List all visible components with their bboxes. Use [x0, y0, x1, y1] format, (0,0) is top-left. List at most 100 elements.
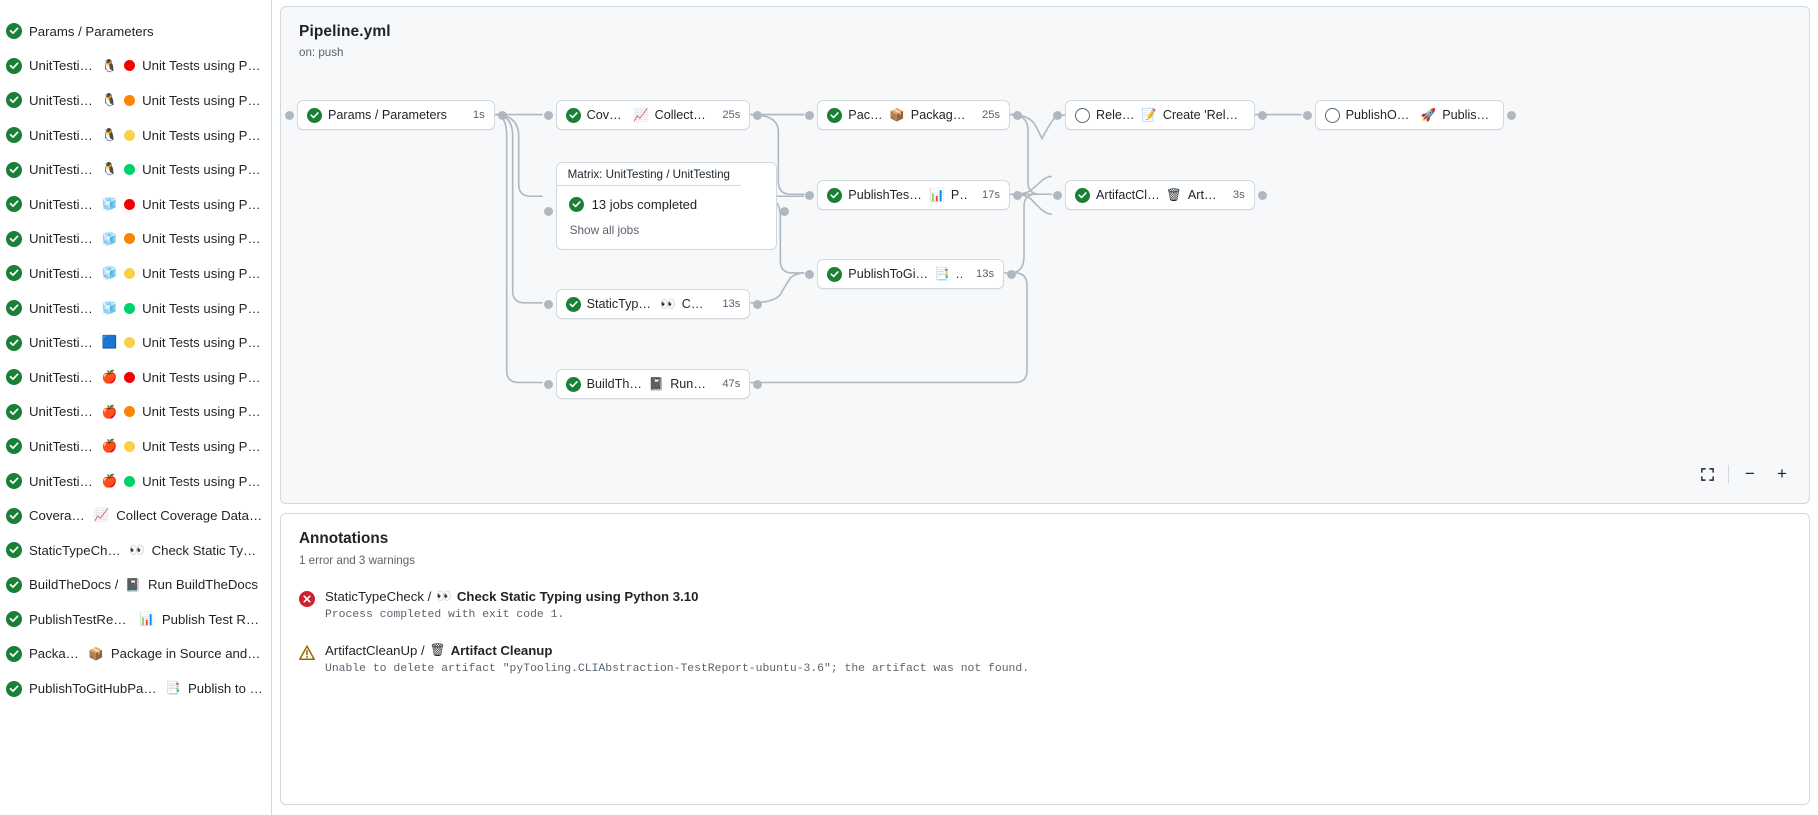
graph-node-publishonpypi[interactable]: PublishOnPyPI / 🚀Publish to ...: [1302, 100, 1517, 130]
python-version-dot-icon: [124, 337, 136, 349]
annotation-emoji-icon: 👀: [436, 589, 452, 604]
sidebar-job-item[interactable]: UnitTesting / 🐧Unit Tests using Pyth...: [0, 152, 271, 187]
page-title: Pipeline.yml: [299, 23, 391, 40]
node-step-name: Package in So...: [910, 108, 968, 122]
node-duration: 13s: [976, 268, 995, 280]
annotation-job: StaticTypeCheck /: [325, 589, 432, 604]
sidebar-job-item[interactable]: PublishToGitHubPages / 📑Publish to G...: [0, 671, 271, 706]
workflow-graph-card: Pipeline.yml on: push: [280, 6, 1810, 504]
sidebar-job-item[interactable]: UnitTesting / 🍎Unit Tests using Pyth...: [0, 429, 271, 464]
success-check-icon: [568, 197, 584, 212]
pending-circle-icon: [1074, 107, 1090, 123]
warning-icon: [299, 645, 315, 660]
sidebar-job-suffix: Check Static Typing...: [151, 542, 263, 558]
node-label: ArtifactCleanUp /: [1095, 188, 1160, 202]
annotations-list: StaticTypeCheck / 👀Check Static Typing u…: [299, 589, 1791, 675]
annotations-subtitle: 1 error and 3 warnings: [299, 554, 415, 567]
sidebar-job-label: UnitTesting /: [29, 300, 95, 316]
node-input-port: [543, 379, 553, 389]
matrix-summary-row[interactable]: 13 jobs completed: [568, 197, 765, 212]
graph-node-buildthedocs[interactable]: BuildTheDocs / 📓Run Buil...47s: [543, 369, 763, 399]
sidebar-job-item[interactable]: Package / 📦Package in Source and Wh...: [0, 637, 271, 672]
annotation-header: ArtifactCleanUp / 🗑Artifact Cleanup: [325, 643, 1029, 658]
sidebar-job-suffix: Unit Tests using Pyth...: [142, 300, 263, 316]
node-input-port: [543, 299, 553, 309]
node-label: PublishTestResults /: [848, 188, 923, 202]
sidebar-job-label: Coverage /: [29, 508, 87, 524]
graph-node-statictypecheck[interactable]: StaticTypeCheck / 👀Chec...13s: [543, 289, 763, 319]
fit-to-screen-button[interactable]: [1696, 463, 1718, 485]
node-input-port: [284, 110, 294, 120]
sidebar-job-item[interactable]: UnitTesting / 🧊Unit Tests using Pyth...: [0, 256, 271, 291]
sidebar-job-item[interactable]: UnitTesting / 🍎Unit Tests using Pyth...: [0, 464, 271, 499]
zoom-in-button[interactable]: +: [1777, 464, 1787, 483]
job-os-emoji-icon: 📊: [139, 612, 155, 627]
zoom-controls[interactable]: − +: [1696, 463, 1793, 485]
node-label: Params / Parameters: [327, 108, 447, 122]
zoom-out-button[interactable]: −: [1745, 464, 1755, 483]
sidebar-job-item[interactable]: UnitTesting / 🐧Unit Tests using Pyth...: [0, 83, 271, 118]
annotation-item[interactable]: StaticTypeCheck / 👀Check Static Typing u…: [299, 589, 1791, 621]
sidebar-job-item[interactable]: UnitTesting / 🧊Unit Tests using Pyth...: [0, 187, 271, 222]
node-duration: 47s: [722, 378, 741, 390]
graph-node-publishtestresults[interactable]: PublishTestResults / 📊Pu...17s: [805, 180, 1023, 210]
node-step-emoji-icon: 📝: [1141, 107, 1157, 122]
show-all-jobs-link[interactable]: Show all jobs: [569, 223, 640, 237]
sidebar-job-label: PublishToGitHubPages /: [29, 681, 159, 697]
sidebar-job-item[interactable]: Params / Parameters: [0, 14, 271, 49]
graph-node-artifactcleanup[interactable]: ArtifactCleanUp / 🗑Artifac...3s: [1052, 180, 1267, 210]
sidebar-job-suffix: Unit Tests using Pyth...: [142, 231, 263, 247]
sidebar-job-item[interactable]: UnitTesting / 🟦Unit Tests using Pyth...: [0, 325, 271, 360]
node-step-emoji-icon: 📦: [889, 107, 905, 122]
matrix-input-port: [543, 206, 553, 216]
success-check-icon: [6, 576, 22, 593]
sidebar-job-item[interactable]: UnitTesting / 🍎Unit Tests using Pyth...: [0, 360, 271, 395]
sidebar-job-item[interactable]: UnitTesting / 🐧Unit Tests using Pyth...: [0, 118, 271, 153]
graph-node-package[interactable]: Package / 📦Package in So...25s: [805, 100, 1023, 130]
matrix-output-port: [780, 206, 790, 216]
sidebar-job-suffix: Unit Tests using Pyth...: [142, 404, 263, 420]
sidebar-job-label: UnitTesting /: [29, 127, 95, 143]
annotation-header: StaticTypeCheck / 👀Check Static Typing u…: [325, 589, 698, 604]
graph-node-publishtogithubpages[interactable]: PublishToGitHubPages / 📑...13s: [805, 259, 1017, 289]
sidebar-job-item[interactable]: BuildTheDocs / 📓Run BuildTheDocs: [0, 568, 271, 603]
sidebar-job-item[interactable]: PublishTestResults / 📊Publish Test Resu.…: [0, 602, 271, 637]
job-os-emoji-icon: 🍎: [101, 369, 118, 384]
sidebar-job-label: BuildTheDocs /: [29, 577, 119, 593]
sidebar-job-label: UnitTesting /: [29, 92, 95, 108]
graph-node-coverage[interactable]: Coverage / 📈Collect Cove...25s: [543, 100, 763, 130]
sidebar-job-item[interactable]: UnitTesting / 🧊Unit Tests using Pyth...: [0, 222, 271, 257]
node-duration: 25s: [981, 109, 1001, 121]
annotation-job: ArtifactCleanUp /: [325, 643, 425, 658]
sidebar-job-item[interactable]: UnitTesting / 🍎Unit Tests using Pyth...: [0, 395, 271, 430]
success-check-icon: [6, 507, 22, 524]
node-duration: 17s: [981, 189, 1001, 201]
error-icon: [299, 591, 315, 607]
sidebar-job-item[interactable]: Coverage / 📈Collect Coverage Data usi...: [0, 498, 271, 533]
node-label: PublishToGitHubPages /: [848, 267, 929, 281]
sidebar-job-label: UnitTesting /: [29, 58, 95, 74]
sidebar-job-item[interactable]: UnitTesting / 🧊Unit Tests using Pyth...: [0, 291, 271, 326]
node-output-port: [1257, 190, 1267, 200]
node-input-port: [805, 190, 815, 200]
sidebar-job-suffix: Publish to G...: [188, 681, 263, 697]
annotation-step: Artifact Cleanup: [450, 643, 553, 658]
sidebar-job-label: UnitTesting /: [29, 438, 95, 454]
node-step-name: Chec...: [681, 297, 709, 311]
node-input-port: [805, 269, 815, 279]
graph-node-release[interactable]: Release / 📝Create 'Release P...: [1052, 100, 1267, 130]
success-check-icon: [6, 369, 22, 386]
node-label: PublishOnPyPI /: [1345, 108, 1415, 122]
sidebar-job-item[interactable]: UnitTesting / 🐧Unit Tests using Pyth...: [0, 49, 271, 84]
python-version-dot-icon: [124, 164, 136, 176]
success-check-icon: [565, 296, 581, 312]
sidebar-job-item[interactable]: StaticTypeCheck / 👀Check Static Typing..…: [0, 533, 271, 568]
main-content: Pipeline.yml on: push: [272, 0, 1818, 815]
node-step-name: Collect Cove...: [654, 108, 709, 122]
pending-circle-icon: [1324, 107, 1340, 123]
